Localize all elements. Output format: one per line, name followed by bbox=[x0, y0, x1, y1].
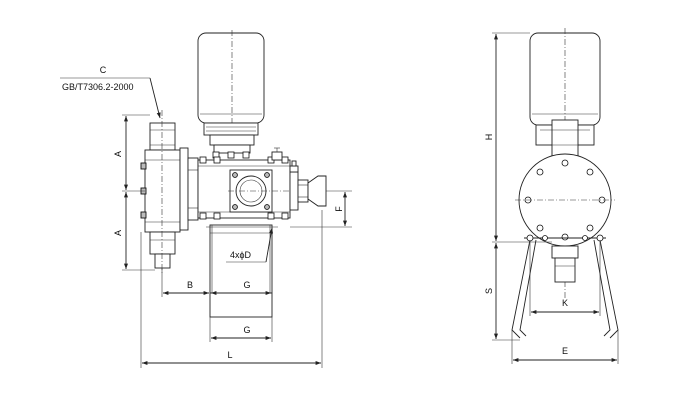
holes-label: 4xϕD bbox=[230, 250, 252, 260]
pump-base-front bbox=[206, 224, 278, 318]
dimension-a bbox=[122, 114, 155, 271]
motor-front bbox=[197, 30, 265, 159]
dim-e-label: E bbox=[562, 346, 568, 356]
pump-body-front bbox=[197, 147, 302, 220]
dim-a-lower-label: A bbox=[113, 230, 123, 236]
dimension-s bbox=[492, 243, 520, 341]
dim-c-label: C bbox=[100, 65, 107, 75]
side-view: H S K E bbox=[484, 28, 619, 364]
dim-l-label: L bbox=[227, 350, 232, 360]
motor-side bbox=[529, 28, 601, 300]
front-view: A A C GB/T7306.2-2000 F 4xϕD bbox=[60, 30, 352, 368]
dim-g-upper-label: G bbox=[243, 280, 250, 290]
pump-head-side bbox=[515, 153, 615, 247]
dimension-l bbox=[140, 210, 323, 368]
bottom-valve-side bbox=[551, 245, 579, 283]
discharge-fitting bbox=[289, 160, 327, 211]
dim-k-label: K bbox=[562, 298, 568, 308]
thread-standard-label: GB/T7306.2-2000 bbox=[62, 82, 134, 92]
dimension-g-lower bbox=[209, 317, 273, 342]
pump-flange bbox=[179, 147, 199, 231]
dim-f-label: F bbox=[334, 206, 344, 212]
dimension-f bbox=[290, 190, 352, 228]
dimension-h bbox=[492, 32, 552, 243]
dim-b-label: B bbox=[187, 280, 193, 290]
dim-a-upper-label: A bbox=[113, 151, 123, 157]
holes-leader bbox=[226, 227, 274, 263]
dimension-c-leader bbox=[60, 77, 161, 119]
dim-g-lower-label: G bbox=[243, 325, 250, 335]
dimension-b-g bbox=[161, 268, 273, 297]
dimension-e bbox=[511, 330, 619, 364]
dim-s-label: S bbox=[484, 288, 494, 294]
check-valve-column bbox=[140, 110, 181, 275]
dim-h-label: H bbox=[484, 134, 494, 141]
